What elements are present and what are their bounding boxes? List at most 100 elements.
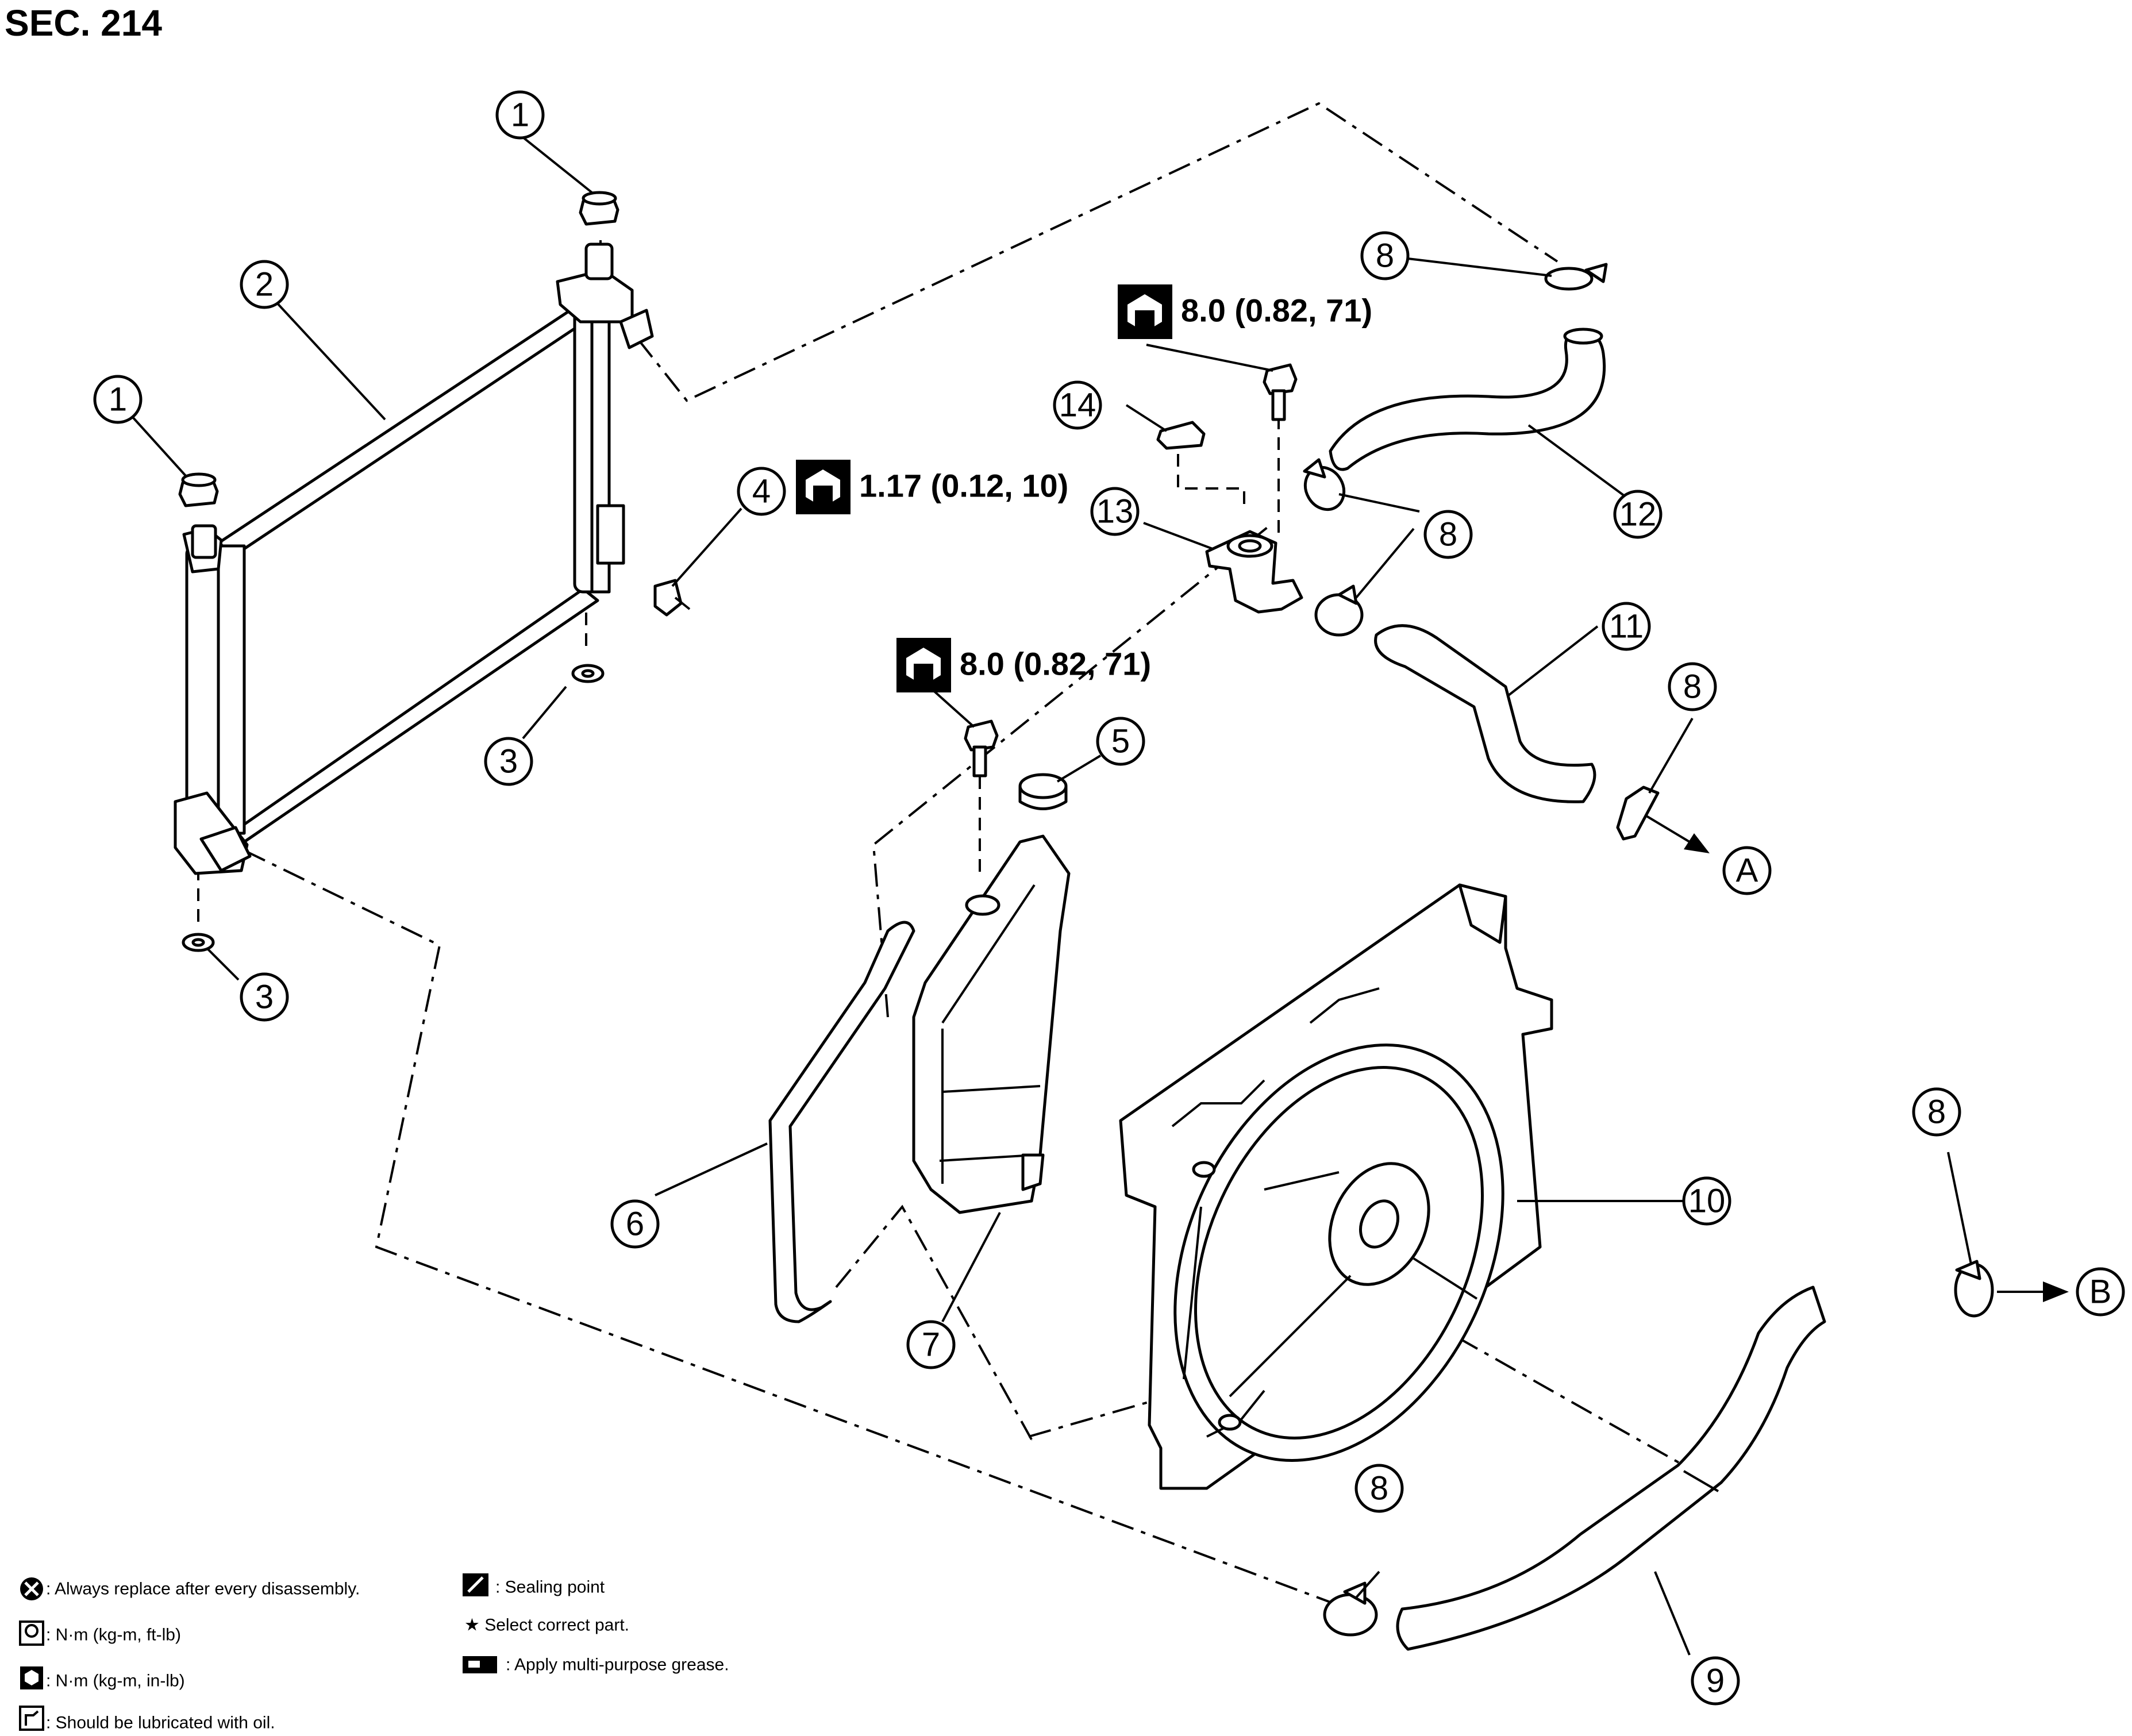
svg-text:5: 5 [1111,723,1130,760]
callout-4: 4 [737,467,786,516]
callout-3: 3 [240,972,289,1022]
hose-clamp [1303,458,1346,511]
torque-ftlb-icon [19,1620,44,1646]
torque-inlb-icon [20,1666,43,1689]
torque-wrench-icon [796,460,851,514]
callout-7: 7 [906,1320,956,1369]
torque-wrench-icon [896,638,951,692]
torque-spec: 1.17 (0.12, 10) [796,460,1068,514]
callout-14: 14 [1053,380,1102,430]
svg-text:2: 2 [255,266,274,303]
legend-item: : Apply multi-purpose grease. [463,1656,729,1675]
legend-item: : Sealing point [463,1573,605,1597]
drain-cap [178,472,219,507]
drain-cap [579,191,619,226]
callout-10: 10 [1682,1176,1731,1226]
sealing-point-icon [463,1573,488,1596]
water-outlet [1205,530,1303,614]
washer [182,933,215,952]
callout-2: 2 [240,260,289,309]
washer [571,664,605,683]
svg-text:12: 12 [1619,496,1657,533]
svg-text:: Always replace after every d: : Always replace after every disassembly… [46,1580,360,1599]
svg-text:8.0 (0.82, 71): 8.0 (0.82, 71) [1181,292,1372,329]
svg-text:6: 6 [626,1206,644,1243]
callout-8: 8 [1423,510,1473,559]
callout-11: 11 [1602,602,1651,651]
callout-13: 13 [1090,487,1140,536]
svg-text:: Apply multi-purpose grease.: : Apply multi-purpose grease. [506,1656,729,1675]
callout-1: 1 [93,375,143,424]
hose-clamp [1323,1581,1378,1637]
svg-text:13: 13 [1096,493,1134,530]
svg-text:B: B [2089,1273,2112,1311]
svg-text:1.17 (0.12, 10): 1.17 (0.12, 10) [859,468,1068,504]
callout-8: 8 [1912,1087,1961,1137]
hose-clamp [1314,584,1364,637]
bolt [1263,363,1298,421]
svg-text:: Sealing point: : Sealing point [495,1578,605,1597]
callout-6: 6 [610,1199,660,1249]
drain-plug [653,579,691,617]
svg-text:A: A [1736,852,1758,890]
legend-item: ★ Select correct part. [464,1616,629,1635]
hose-clamp [1954,1260,1994,1318]
legend-item: : N·m (kg-m, ft-lb) [19,1620,181,1646]
callout-5: 5 [1096,717,1145,766]
callout-8: 8 [1668,662,1717,711]
svg-text:1: 1 [511,97,529,134]
svg-text:8: 8 [1376,237,1394,275]
lower-radiator-hose [1396,1285,1826,1651]
arrow-to-a [1645,815,1710,853]
assembly-lines [197,102,1684,1604]
svg-text:8: 8 [1683,668,1702,706]
radiator-hose [1374,624,1596,803]
svg-text:3: 3 [255,979,274,1016]
legend-item: : N·m (kg-m, in-lb) [20,1666,185,1691]
reservoir-tank [912,834,1071,1214]
radiator [174,242,654,875]
section-title: SEC. 214 [5,2,162,44]
arrow-to-b [1997,1281,2069,1302]
svg-text:8: 8 [1927,1094,1946,1131]
svg-text:1: 1 [109,381,127,418]
callout-b: B [2076,1267,2125,1317]
svg-text:11: 11 [1609,608,1644,645]
torque-spec: 8.0 (0.82, 71) [1118,284,1372,339]
callout-9: 9 [1691,1656,1740,1706]
cap-plug [1156,421,1206,450]
reservoir-cap [1018,773,1068,810]
grease-icon [463,1656,497,1673]
legend: : Always replace after every disassembly… [19,1573,729,1733]
svg-text:4: 4 [752,473,771,510]
svg-text:8: 8 [1439,516,1457,553]
svg-text:10: 10 [1688,1183,1726,1220]
replace-x-icon [20,1577,43,1600]
svg-text:: N·m (kg-m, ft-lb): : N·m (kg-m, ft-lb) [46,1626,181,1645]
legend-item: : Should be lubricated with oil. [19,1706,275,1733]
svg-text:9: 9 [1706,1662,1725,1700]
callout-1: 1 [495,90,545,140]
svg-text:7: 7 [922,1326,940,1364]
callout-a: A [1722,846,1772,895]
oil-can-icon [19,1706,44,1731]
upper-radiator-hose [1329,328,1606,471]
bolt [964,719,999,777]
svg-text:8.0 (0.82, 71): 8.0 (0.82, 71) [960,646,1151,682]
callout-8: 8 [1360,231,1410,280]
svg-text:: Should be lubricated with oi: : Should be lubricated with oil. [46,1714,275,1733]
hose-clamp [1616,786,1660,841]
hose-clamp [1544,263,1608,291]
svg-text:3: 3 [499,743,518,780]
torque-spec: 8.0 (0.82, 71) [896,638,1151,692]
legend-item: : Always replace after every disassembly… [20,1577,360,1600]
callout-3: 3 [484,737,533,786]
reservoir-hose [768,921,915,1323]
svg-text:14: 14 [1059,387,1096,424]
svg-text:8: 8 [1370,1470,1388,1507]
torque-wrench-icon [1118,284,1172,339]
callout-8: 8 [1354,1464,1404,1513]
svg-text:★ Select correct part.: ★ Select correct part. [464,1616,629,1635]
cooling-fan-assembly [1119,883,1553,1490]
